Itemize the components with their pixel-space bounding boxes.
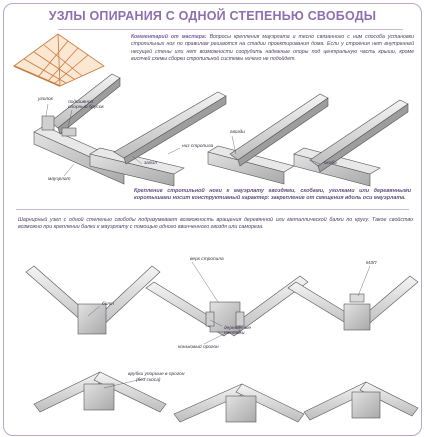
label-derevyannye: деревянные [224, 326, 252, 331]
label-niz-stropila: низ стропила [182, 144, 214, 149]
roof-frame-thumbnail [13, 33, 105, 87]
label-zapil: запил [144, 161, 157, 166]
label-gvozdi: гвозди [230, 130, 245, 135]
label-konkovy-progon: коньковый прогон [178, 345, 219, 350]
joint-detail-4 [293, 99, 409, 187]
label-ugolok: уголок [38, 97, 53, 102]
rafter-illustrations [13, 33, 419, 423]
ridge-joint-5 [173, 383, 305, 423]
lower-leader-lines [87, 261, 371, 389]
label-mzp: МЗП [366, 261, 377, 266]
label-podshivnoy: подшивной [68, 100, 94, 105]
ridge-joint-6 [303, 381, 419, 421]
joint-detail-3 [207, 93, 329, 185]
label-mauerlat: мауэрлат [48, 177, 71, 182]
section-divider [16, 209, 409, 210]
ridge-joint-3 [287, 275, 419, 331]
joint-detail-2 [89, 91, 227, 187]
fastening-caption: Крепление стропильной ноги к мауэрлату г… [134, 188, 411, 201]
ridge-joint-2 [145, 275, 309, 337]
ridge-joint-4 [33, 371, 167, 413]
master-comment: Комментарий от мастера: Вопросы креплени… [131, 34, 414, 64]
hinge-note: Шарнирный узел с одной степенью свободы … [18, 217, 413, 231]
label-skoba: скоба [324, 161, 337, 166]
label-bolt: болт [102, 302, 114, 307]
diagram-sheet: УЗЛЫ ОПИРАНИЯ С ОДНОЙ СТЕПЕНЬЮ СВОБОДЫ К… [3, 3, 422, 436]
comment-lead: Комментарий от мастера: [131, 34, 207, 40]
label-bez-skosa: (без скоса) [136, 378, 161, 383]
page-title: УЗЛЫ ОПИРАНИЯ С ОДНОЙ СТЕПЕНЬЮ СВОБОДЫ [48, 9, 377, 23]
label-nakladki: накладки [224, 331, 245, 336]
label-verh-stropila: верх стропила [190, 257, 224, 262]
title-divider [58, 29, 403, 30]
upper-leader-lines [45, 103, 321, 177]
comment-text: Вопросы крепления мауэрлата и тесно связ… [131, 34, 414, 63]
label-opornyy-brusok: опорный брусок [68, 105, 104, 110]
label-vrubki: врубки упорные в прогон [128, 372, 185, 377]
ridge-joint-1 [25, 265, 161, 335]
